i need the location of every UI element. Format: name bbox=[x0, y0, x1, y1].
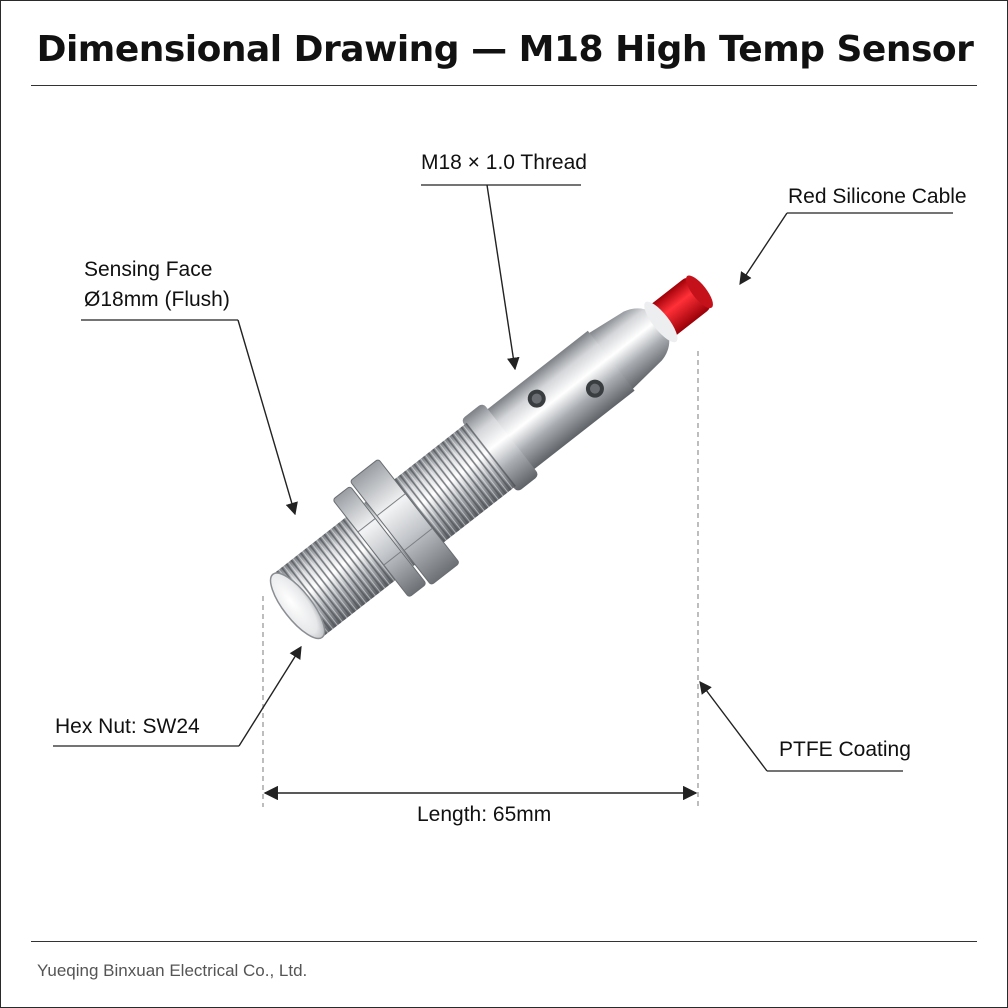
face-leader bbox=[237, 319, 298, 516]
collar bbox=[462, 404, 538, 491]
coating-label: PTFE Coating bbox=[779, 738, 911, 761]
rear-housing bbox=[485, 330, 635, 471]
footer-rule bbox=[31, 941, 977, 942]
length-label: Length: 65mm bbox=[417, 803, 552, 826]
sensing-face-diameter-label: Ø18mm (Flush) bbox=[84, 288, 230, 311]
title-rule bbox=[31, 85, 977, 86]
hex-nut-label: Hex Nut: SW24 bbox=[55, 715, 200, 738]
cable-label: Red Silicone Cable bbox=[788, 185, 967, 208]
sensor-body bbox=[269, 275, 713, 640]
sensing-face-label: Sensing Face bbox=[84, 258, 213, 281]
sensing-face bbox=[269, 572, 326, 640]
hex-leader bbox=[238, 645, 302, 747]
thread-label: M18 × 1.0 Thread bbox=[421, 151, 587, 174]
page-title: Dimensional Drawing — M18 High Temp Sens… bbox=[36, 29, 974, 70]
thread-leader bbox=[486, 184, 520, 371]
hex-nut bbox=[333, 459, 459, 597]
company-name: Yueqing Binxuan Electrical Co., Ltd. bbox=[37, 961, 308, 980]
cable-leader bbox=[739, 212, 788, 286]
tail-housing bbox=[585, 308, 670, 393]
coating-leader bbox=[699, 680, 768, 772]
